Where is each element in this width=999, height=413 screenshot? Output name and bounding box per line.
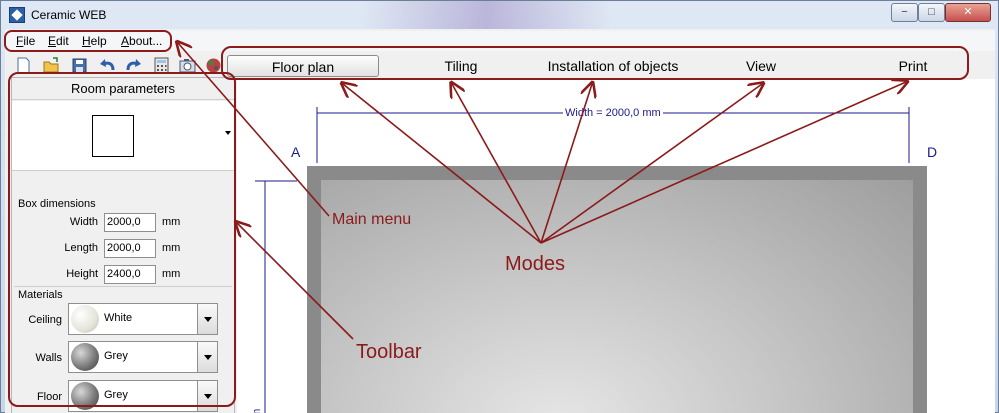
walls-swatch [71, 343, 99, 371]
floor-label: Floor [36, 391, 62, 403]
menu-about[interactable]: About... [121, 34, 163, 48]
chevron-down-icon[interactable] [225, 131, 231, 135]
calculator-icon[interactable] [153, 57, 170, 74]
client-area: File Edit Help About... [5, 29, 995, 413]
title-bar-glow [361, 1, 611, 29]
length-unit: mm [162, 242, 181, 254]
minimize-button[interactable]: − [891, 3, 918, 22]
panel-header: Room parameters [12, 78, 234, 100]
height-input[interactable]: 2400,0 [104, 265, 156, 284]
undo-icon[interactable] [99, 57, 116, 74]
open-folder-icon[interactable] [43, 57, 60, 74]
room-shape-preview [92, 115, 134, 157]
modes-bar: Floor plan Tiling Installation of object… [225, 53, 970, 79]
length-label: Length [64, 242, 98, 254]
main-menu-annotation: Main menu [332, 211, 412, 228]
tab-installation-of-objects[interactable]: Installation of objects [547, 58, 679, 74]
walls-label: Walls [35, 352, 62, 364]
tab-tiling[interactable]: Tiling [444, 58, 478, 74]
maximize-button[interactable]: □ [918, 3, 945, 22]
tab-floor-plan[interactable]: Floor plan [227, 55, 379, 77]
room-parameters-panel: Room parameters Box dimensions Width 200… [11, 77, 235, 413]
floor-swatch [71, 382, 99, 410]
toolbar [9, 55, 229, 77]
render-sphere-icon[interactable] [205, 57, 222, 74]
width-dimension-label: Width = 2000,0 mm [563, 107, 663, 119]
main-menu-bar: File Edit Help About... [5, 31, 995, 51]
close-button[interactable]: ✕ [945, 3, 991, 22]
section-divider [14, 286, 232, 287]
height-dimension-label: mm [251, 409, 263, 413]
camera-icon[interactable] [179, 57, 196, 74]
title-bar: Ceramic WEB − □ ✕ [1, 1, 999, 29]
shape-selector[interactable] [12, 101, 234, 171]
height-unit: mm [162, 268, 181, 280]
corner-label-d: D [927, 144, 938, 160]
materials-title: Materials [18, 289, 63, 301]
width-label: Width [69, 216, 98, 228]
tab-print[interactable]: Print [898, 58, 928, 74]
modes-annotation: Modes [505, 253, 566, 275]
box-dimensions-title: Box dimensions [18, 198, 96, 210]
menu-help[interactable]: Help [82, 34, 107, 48]
ceiling-material-value: White [104, 312, 133, 324]
ceiling-material-select[interactable]: White [68, 303, 218, 335]
new-file-icon[interactable] [15, 57, 32, 74]
floor-material-value: Grey [104, 389, 128, 401]
floor-material-select[interactable]: Grey [68, 380, 218, 412]
menu-edit[interactable]: Edit [48, 34, 69, 48]
tab-view[interactable]: View [745, 58, 777, 74]
dropdown-arrow-icon[interactable] [197, 342, 217, 372]
walls-material-select[interactable]: Grey [68, 341, 218, 373]
dropdown-arrow-icon[interactable] [197, 304, 217, 334]
window-title: Ceramic WEB [31, 8, 107, 22]
ceiling-swatch [71, 305, 99, 333]
corner-label-a: A [291, 144, 301, 160]
length-input[interactable]: 2000,0 [104, 239, 156, 258]
height-label: Height [66, 268, 98, 280]
ceiling-label: Ceiling [28, 314, 62, 326]
width-unit: mm [162, 216, 181, 228]
floor-plan-canvas[interactable]: Width = 2000,0 mm A D mm [237, 79, 995, 413]
save-icon[interactable] [71, 57, 88, 74]
toolbar-annotation: Toolbar [356, 341, 422, 363]
width-input[interactable]: 2000,0 [104, 213, 156, 232]
redo-icon[interactable] [125, 57, 142, 74]
walls-material-value: Grey [104, 350, 128, 362]
menu-file[interactable]: File [16, 34, 36, 48]
app-icon [9, 7, 25, 23]
dropdown-arrow-icon[interactable] [197, 381, 217, 411]
